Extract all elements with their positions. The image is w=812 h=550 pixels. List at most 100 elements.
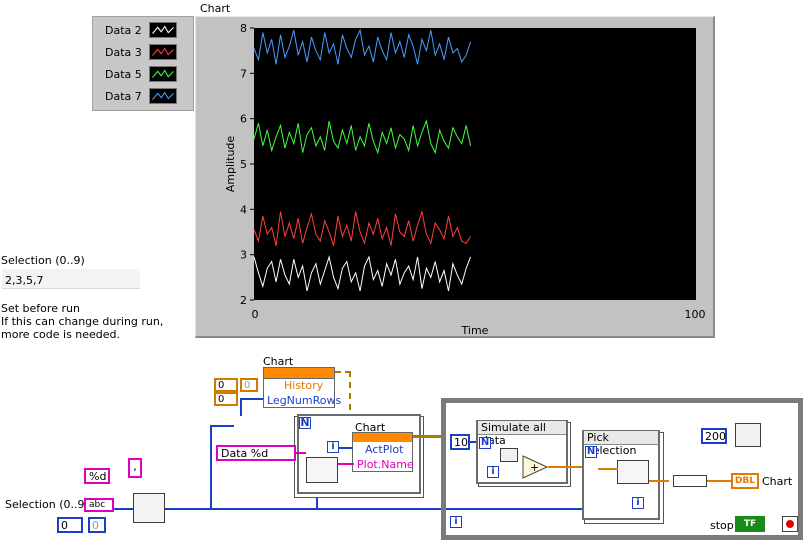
legend-label: Data 2 xyxy=(105,24,142,37)
count-wire xyxy=(470,441,478,443)
zero-b-text: 0 xyxy=(218,394,225,405)
plot-area[interactable] xyxy=(254,28,696,300)
zero-int-constant[interactable]: 0 xyxy=(57,517,83,533)
zero-grey-constant[interactable]: 0 xyxy=(88,517,106,533)
loop-condition-stop-icon[interactable] xyxy=(782,516,798,532)
string-wire xyxy=(338,463,354,465)
y-axis-label: Amplitude xyxy=(224,136,237,193)
note-line-1: Set before run xyxy=(1,302,80,315)
plot-legend[interactable]: Data 2 Data 3 Data 5 Data 7 xyxy=(92,16,194,111)
wait-ms-constant[interactable]: 200 xyxy=(701,428,727,444)
random-number-icon[interactable] xyxy=(500,448,518,462)
prop-plotname[interactable]: Plot.Name xyxy=(357,458,414,471)
tf-text: TF xyxy=(743,519,757,529)
wire-branch xyxy=(210,425,212,510)
n-text-3: N xyxy=(586,446,596,457)
legend-swatch xyxy=(149,66,177,82)
comma-constant[interactable]: , xyxy=(128,458,142,478)
index-array-node[interactable] xyxy=(617,460,649,484)
zero-c-constant[interactable]: 0 xyxy=(240,378,258,392)
stop-condition-dot xyxy=(786,520,794,528)
selection-string-control[interactable] xyxy=(2,269,140,289)
format-into-string-node[interactable] xyxy=(306,457,338,483)
loop-count-constant[interactable]: 10 xyxy=(450,434,470,450)
sim-iteration-terminal[interactable]: i xyxy=(487,466,499,478)
selection-value[interactable]: 2,3,5,7 xyxy=(5,274,44,287)
series-line-data-2 xyxy=(253,255,472,292)
y-tick-label: 4 xyxy=(240,203,247,216)
legend-swatch xyxy=(149,22,177,38)
loop-iteration-terminal[interactable]: i xyxy=(327,441,339,453)
sim-count-terminal[interactable]: N xyxy=(479,437,491,449)
refnum-wire xyxy=(335,371,351,421)
prop-actplot[interactable]: ActPlot xyxy=(365,443,404,456)
zero-c-text: 0 xyxy=(244,380,251,391)
y-tick-label: 8 xyxy=(240,22,247,35)
n-text: N xyxy=(300,416,310,429)
spreadsheet-string-to-array-node[interactable] xyxy=(133,493,165,523)
wire-branch xyxy=(240,398,264,400)
loop-count-terminal[interactable]: N xyxy=(299,417,311,429)
dbl-text: DBL xyxy=(734,476,756,486)
series-line-data-5 xyxy=(253,119,472,155)
format-string-constant[interactable]: Data %d xyxy=(216,445,296,461)
loop-count-text: 10 xyxy=(454,436,468,449)
n-text-2: N xyxy=(480,437,490,448)
wire-branch xyxy=(240,398,242,416)
zero-b-constant[interactable]: 0 xyxy=(214,392,238,406)
zero-grey-text: 0 xyxy=(92,519,99,532)
wait-ms-text: 200 xyxy=(705,430,726,443)
y-tick-label: 7 xyxy=(240,67,247,80)
i-text-4: i xyxy=(454,516,458,527)
svg-text:+: + xyxy=(530,461,539,474)
legend-item-data-3[interactable]: Data 3 xyxy=(93,42,193,62)
format-spec-constant[interactable]: %d xyxy=(84,468,110,484)
chart-terminal-label: Chart xyxy=(762,475,793,488)
i-text-2: i xyxy=(491,466,495,477)
simulate-title: Simulate all data xyxy=(478,421,566,447)
legend-item-data-2[interactable]: Data 2 xyxy=(93,20,193,40)
data-wire xyxy=(649,480,669,482)
abc-text: abc xyxy=(89,500,106,510)
wait-ms-icon[interactable] xyxy=(735,423,761,447)
while-iteration-terminal[interactable]: i xyxy=(450,516,462,528)
add-function-icon[interactable]: + xyxy=(522,455,548,479)
chart-property-node[interactable]: History LegNumRows xyxy=(263,367,342,408)
stop-button-terminal[interactable]: TF xyxy=(735,516,765,532)
chart-terminal[interactable]: DBL xyxy=(731,473,759,489)
selection-terminal-label: Selection (0..9) xyxy=(5,498,89,511)
build-waveform-node[interactable] xyxy=(673,475,707,487)
pick-count-terminal[interactable]: N xyxy=(585,446,597,458)
prop-legnumrows[interactable]: LegNumRows xyxy=(267,394,342,407)
legend-label: Data 5 xyxy=(105,68,142,81)
x-axis-label: Time xyxy=(461,324,489,337)
i-text-3: i xyxy=(636,497,640,508)
legend-label: Data 7 xyxy=(105,90,142,103)
legend-swatch xyxy=(149,44,177,60)
wire-branch xyxy=(316,492,318,510)
string-constant[interactable]: abc xyxy=(84,498,114,512)
x-tick-label: 0 xyxy=(252,308,259,321)
data-wire xyxy=(548,466,588,468)
legend-item-data-7[interactable]: Data 7 xyxy=(93,86,193,106)
pick-iteration-terminal[interactable]: i xyxy=(632,497,644,509)
note-line-3: more code is needed. xyxy=(1,328,121,341)
legend-swatch xyxy=(149,88,177,104)
index-wire xyxy=(339,447,353,449)
comma-text: , xyxy=(133,460,137,473)
loop-chart-label: Chart xyxy=(355,421,386,434)
y-tick-label: 5 xyxy=(240,158,247,171)
while-loop[interactable] xyxy=(441,398,803,540)
zero-int-text: 0 xyxy=(61,519,68,532)
stop-label: stop xyxy=(710,519,734,532)
y-tick-label: 3 xyxy=(240,249,247,262)
series-line-data-7 xyxy=(253,28,472,65)
chart-plot-property-node[interactable]: ActPlot Plot.Name xyxy=(352,432,414,472)
zero-a-constant[interactable]: 0 xyxy=(214,378,238,392)
legend-item-data-5[interactable]: Data 5 xyxy=(93,64,193,84)
note-line-2: If this can change during run, xyxy=(1,315,164,328)
data-wire xyxy=(598,468,618,470)
prop-history[interactable]: History xyxy=(284,379,324,392)
series-line-data-3 xyxy=(253,209,471,246)
